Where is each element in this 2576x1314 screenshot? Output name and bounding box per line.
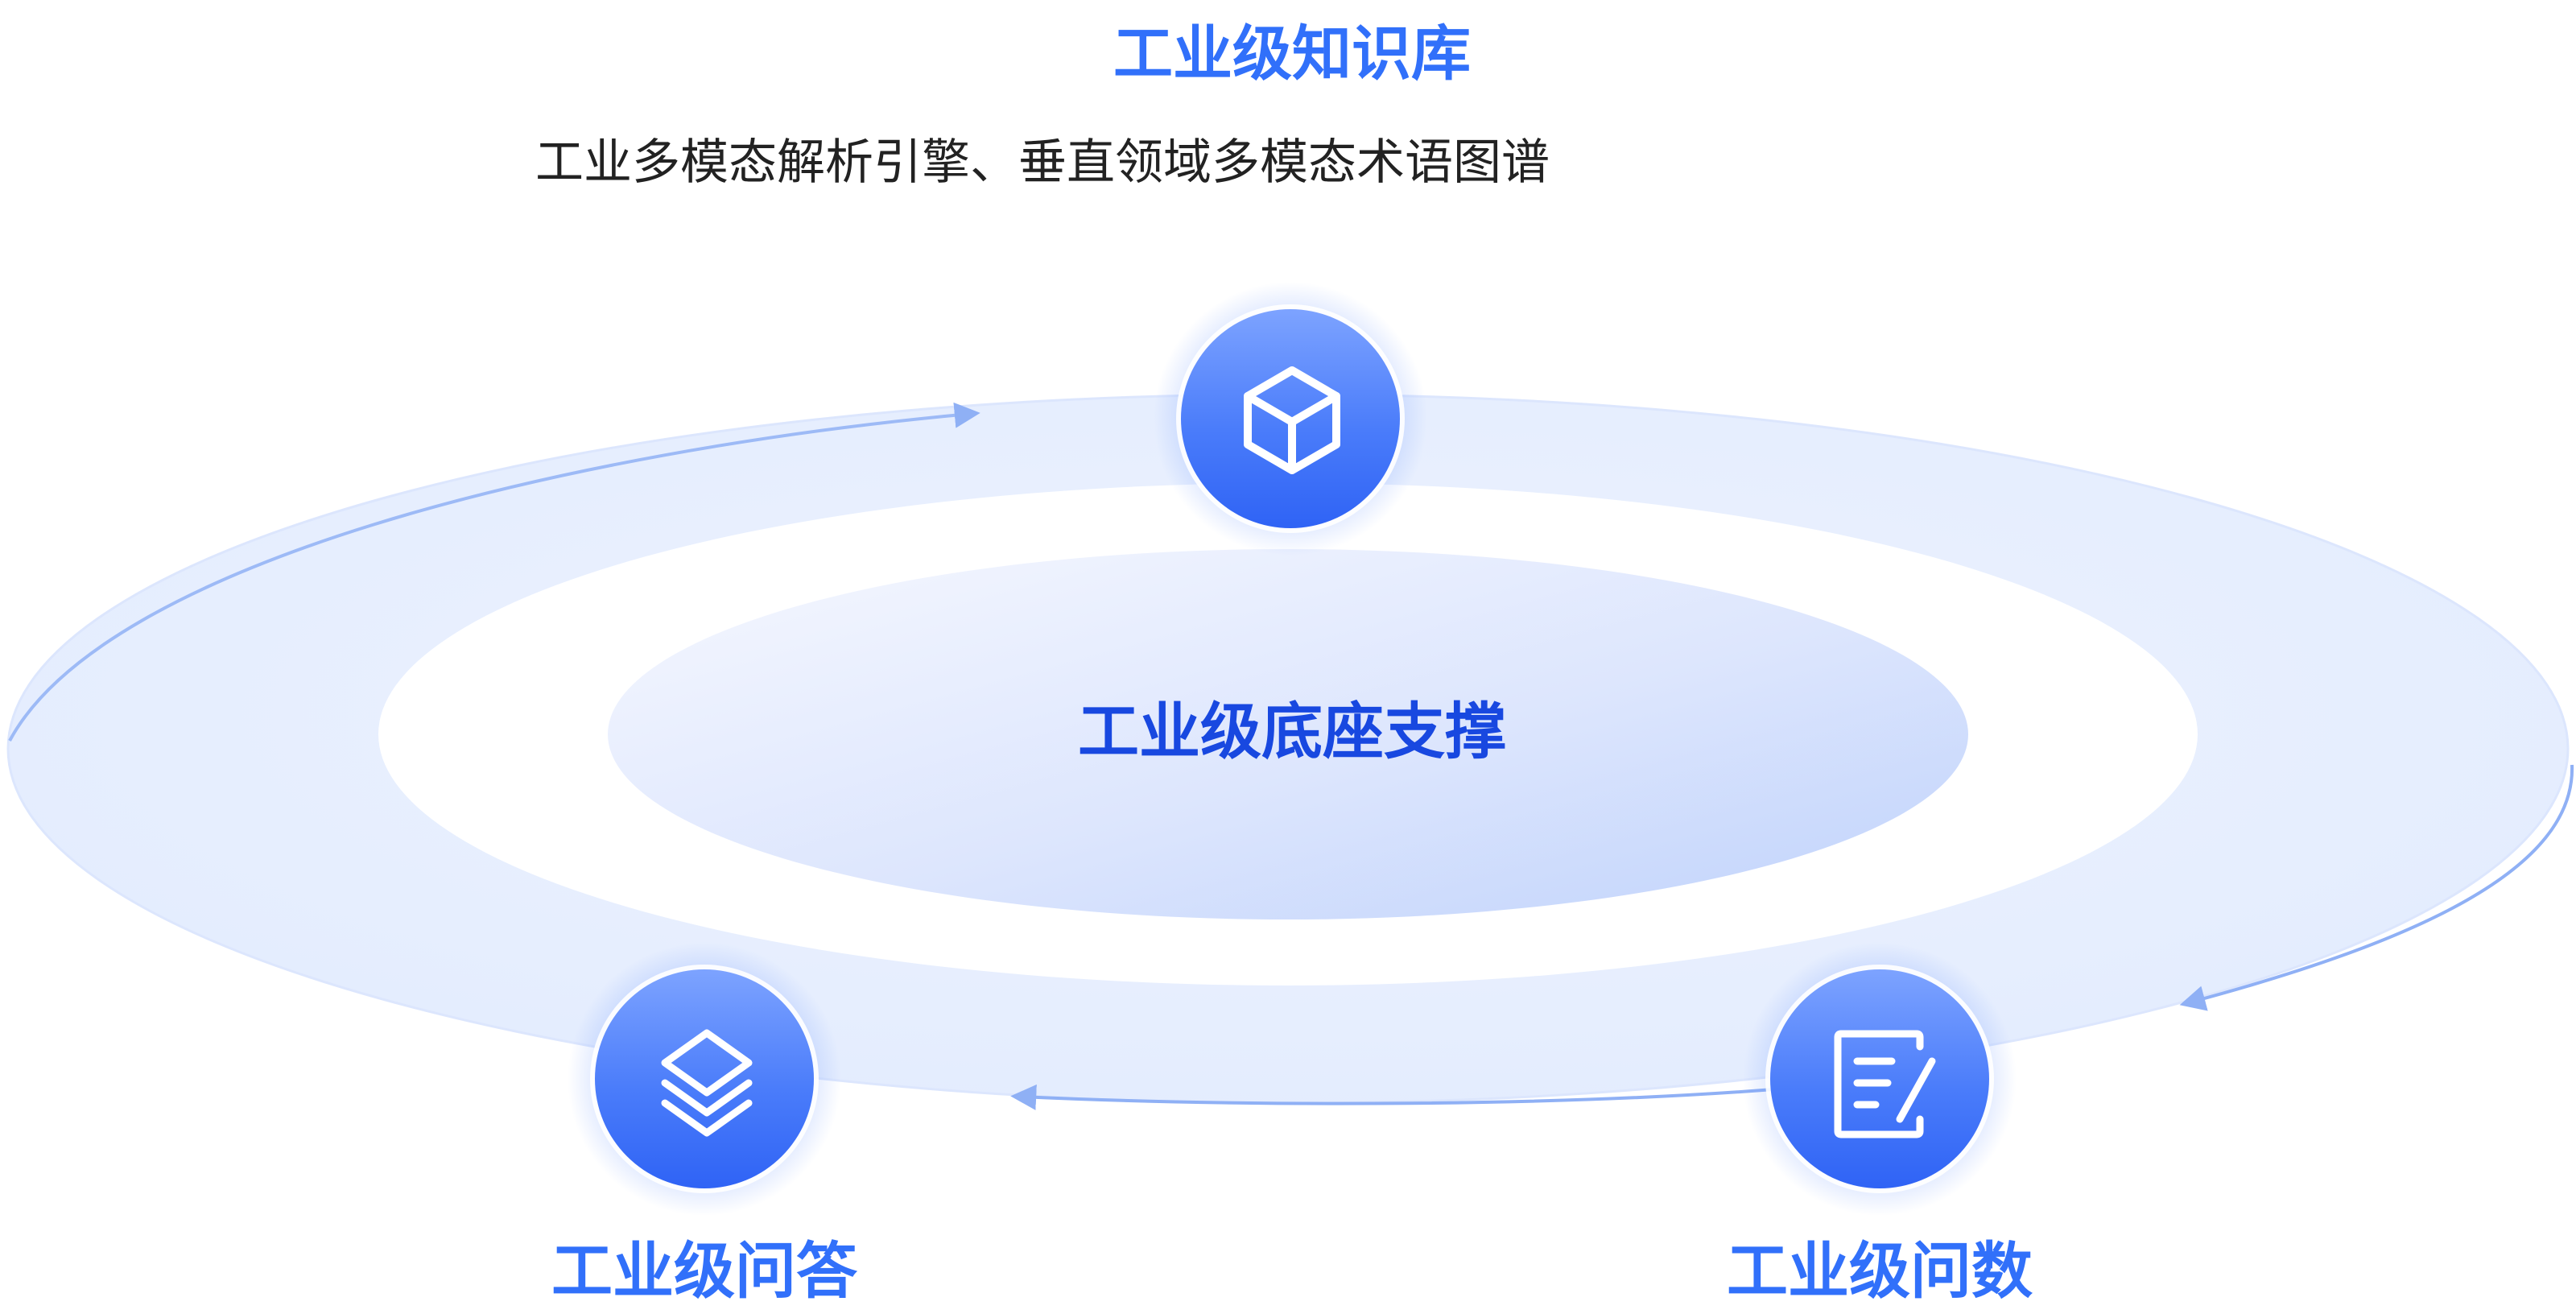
right-node (1743, 942, 2017, 1216)
right-node-title: 工业级问数 (1727, 1235, 2033, 1307)
layers-icon (661, 1029, 753, 1137)
document-edit-icon (1834, 1030, 1936, 1138)
arrow-right (2179, 764, 2574, 1011)
arrow-bottom (1010, 1084, 1804, 1110)
cube-icon (1244, 366, 1340, 474)
left-node-title: 工业级问答 (551, 1235, 858, 1307)
top-node-subtitle: 工业多模态解析引擎、垂直领域多模态术语图谱 (535, 134, 1550, 191)
center-label: 工业级底座支撑 (1078, 696, 1506, 767)
left-node (568, 942, 841, 1216)
top-node (1154, 282, 1427, 556)
inner-core (608, 549, 1968, 919)
top-node-title: 工业级知识库 (1113, 19, 1471, 89)
arrow-top-left (8, 402, 980, 742)
